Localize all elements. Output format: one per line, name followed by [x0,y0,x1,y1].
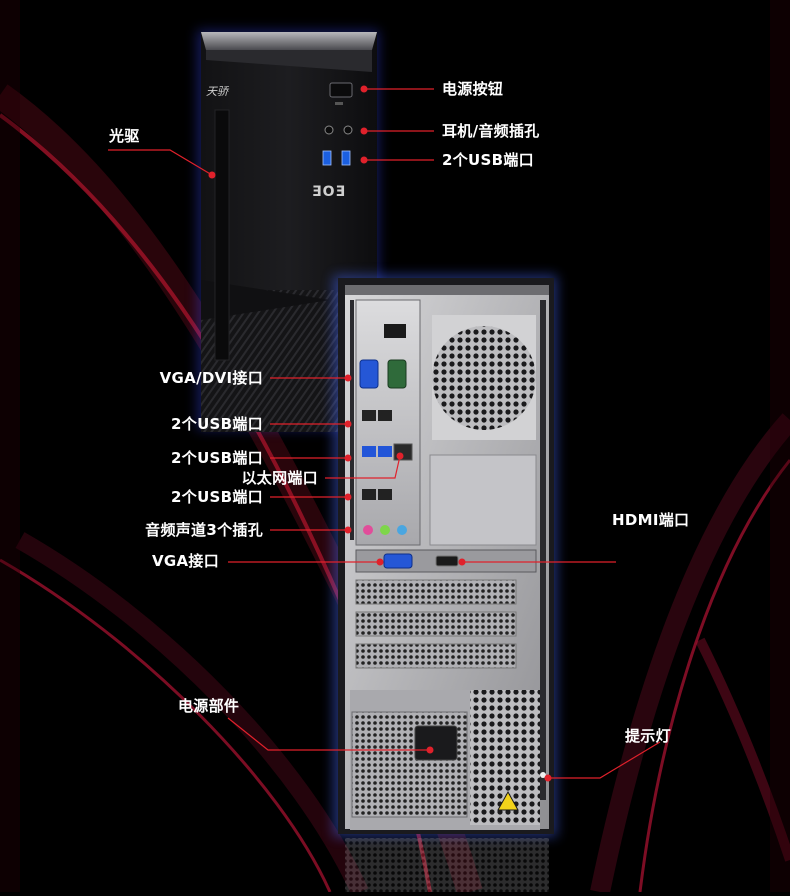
label-rear-usb-2: 2个USB端口 [171,449,263,467]
power-button-icon [329,82,353,98]
label-vga-dvi: VGA/DVI接口 [159,369,263,387]
floor-reflection [345,838,549,892]
callout-line-psu [227,717,430,751]
label-vga: VGA接口 [151,552,219,570]
label-audio-3jack: 音频声道3个插孔 [145,521,263,539]
label-rear-usb-1: 2个USB端口 [171,415,263,433]
callout-line-optical [108,149,213,176]
indicator-light [540,772,546,778]
hdmi-port-icon [435,555,459,567]
label-audio-jack: 耳机/音频插孔 [442,122,540,140]
front-panel-logo: ƎOƎ [312,184,346,200]
line-in-jack-icon [397,525,407,535]
power-socket-icon [414,725,458,761]
brand-logo: 天骄 [206,85,230,98]
label-optical-drive: 光驱 [109,127,140,145]
label-rear-usb-3: 2个USB端口 [171,488,263,506]
callout-lines [108,88,661,779]
rear-io-shield [355,299,421,546]
pc-rear-view [333,275,557,837]
callout-line-indicator [548,741,661,779]
mic-in-jack-icon [363,525,373,535]
label-indicator: 提示灯 [625,727,671,745]
fan-grille [432,326,536,430]
mic-jack-icon [343,125,353,135]
label-psu: 电源部件 [178,697,240,715]
expansion-slot-cover [355,643,517,669]
label-hdmi: HDMI端口 [612,511,690,529]
label-front-usb: 2个USB端口 [442,151,534,169]
vga-port-icon [359,359,379,389]
callout-line-ethernet [325,455,401,479]
callout-dots [208,85,552,782]
top-bevel [201,32,377,50]
expansion-slot-cover [355,611,517,637]
gpu-vga-port-icon [383,553,413,569]
optical-drive-bay [214,109,230,361]
front-usb-port-icon [322,150,332,166]
audio-jack-icon [324,125,334,135]
label-ethernet: 以太网端口 [241,469,318,487]
com-port-icon [387,359,407,389]
expansion-slot-cover [355,579,517,605]
post-code-display [384,324,406,338]
line-out-jack-icon [380,525,390,535]
warning-icon [497,790,519,811]
front-usb-port-icon [341,150,351,166]
label-power-button: 电源按钮 [442,80,504,98]
